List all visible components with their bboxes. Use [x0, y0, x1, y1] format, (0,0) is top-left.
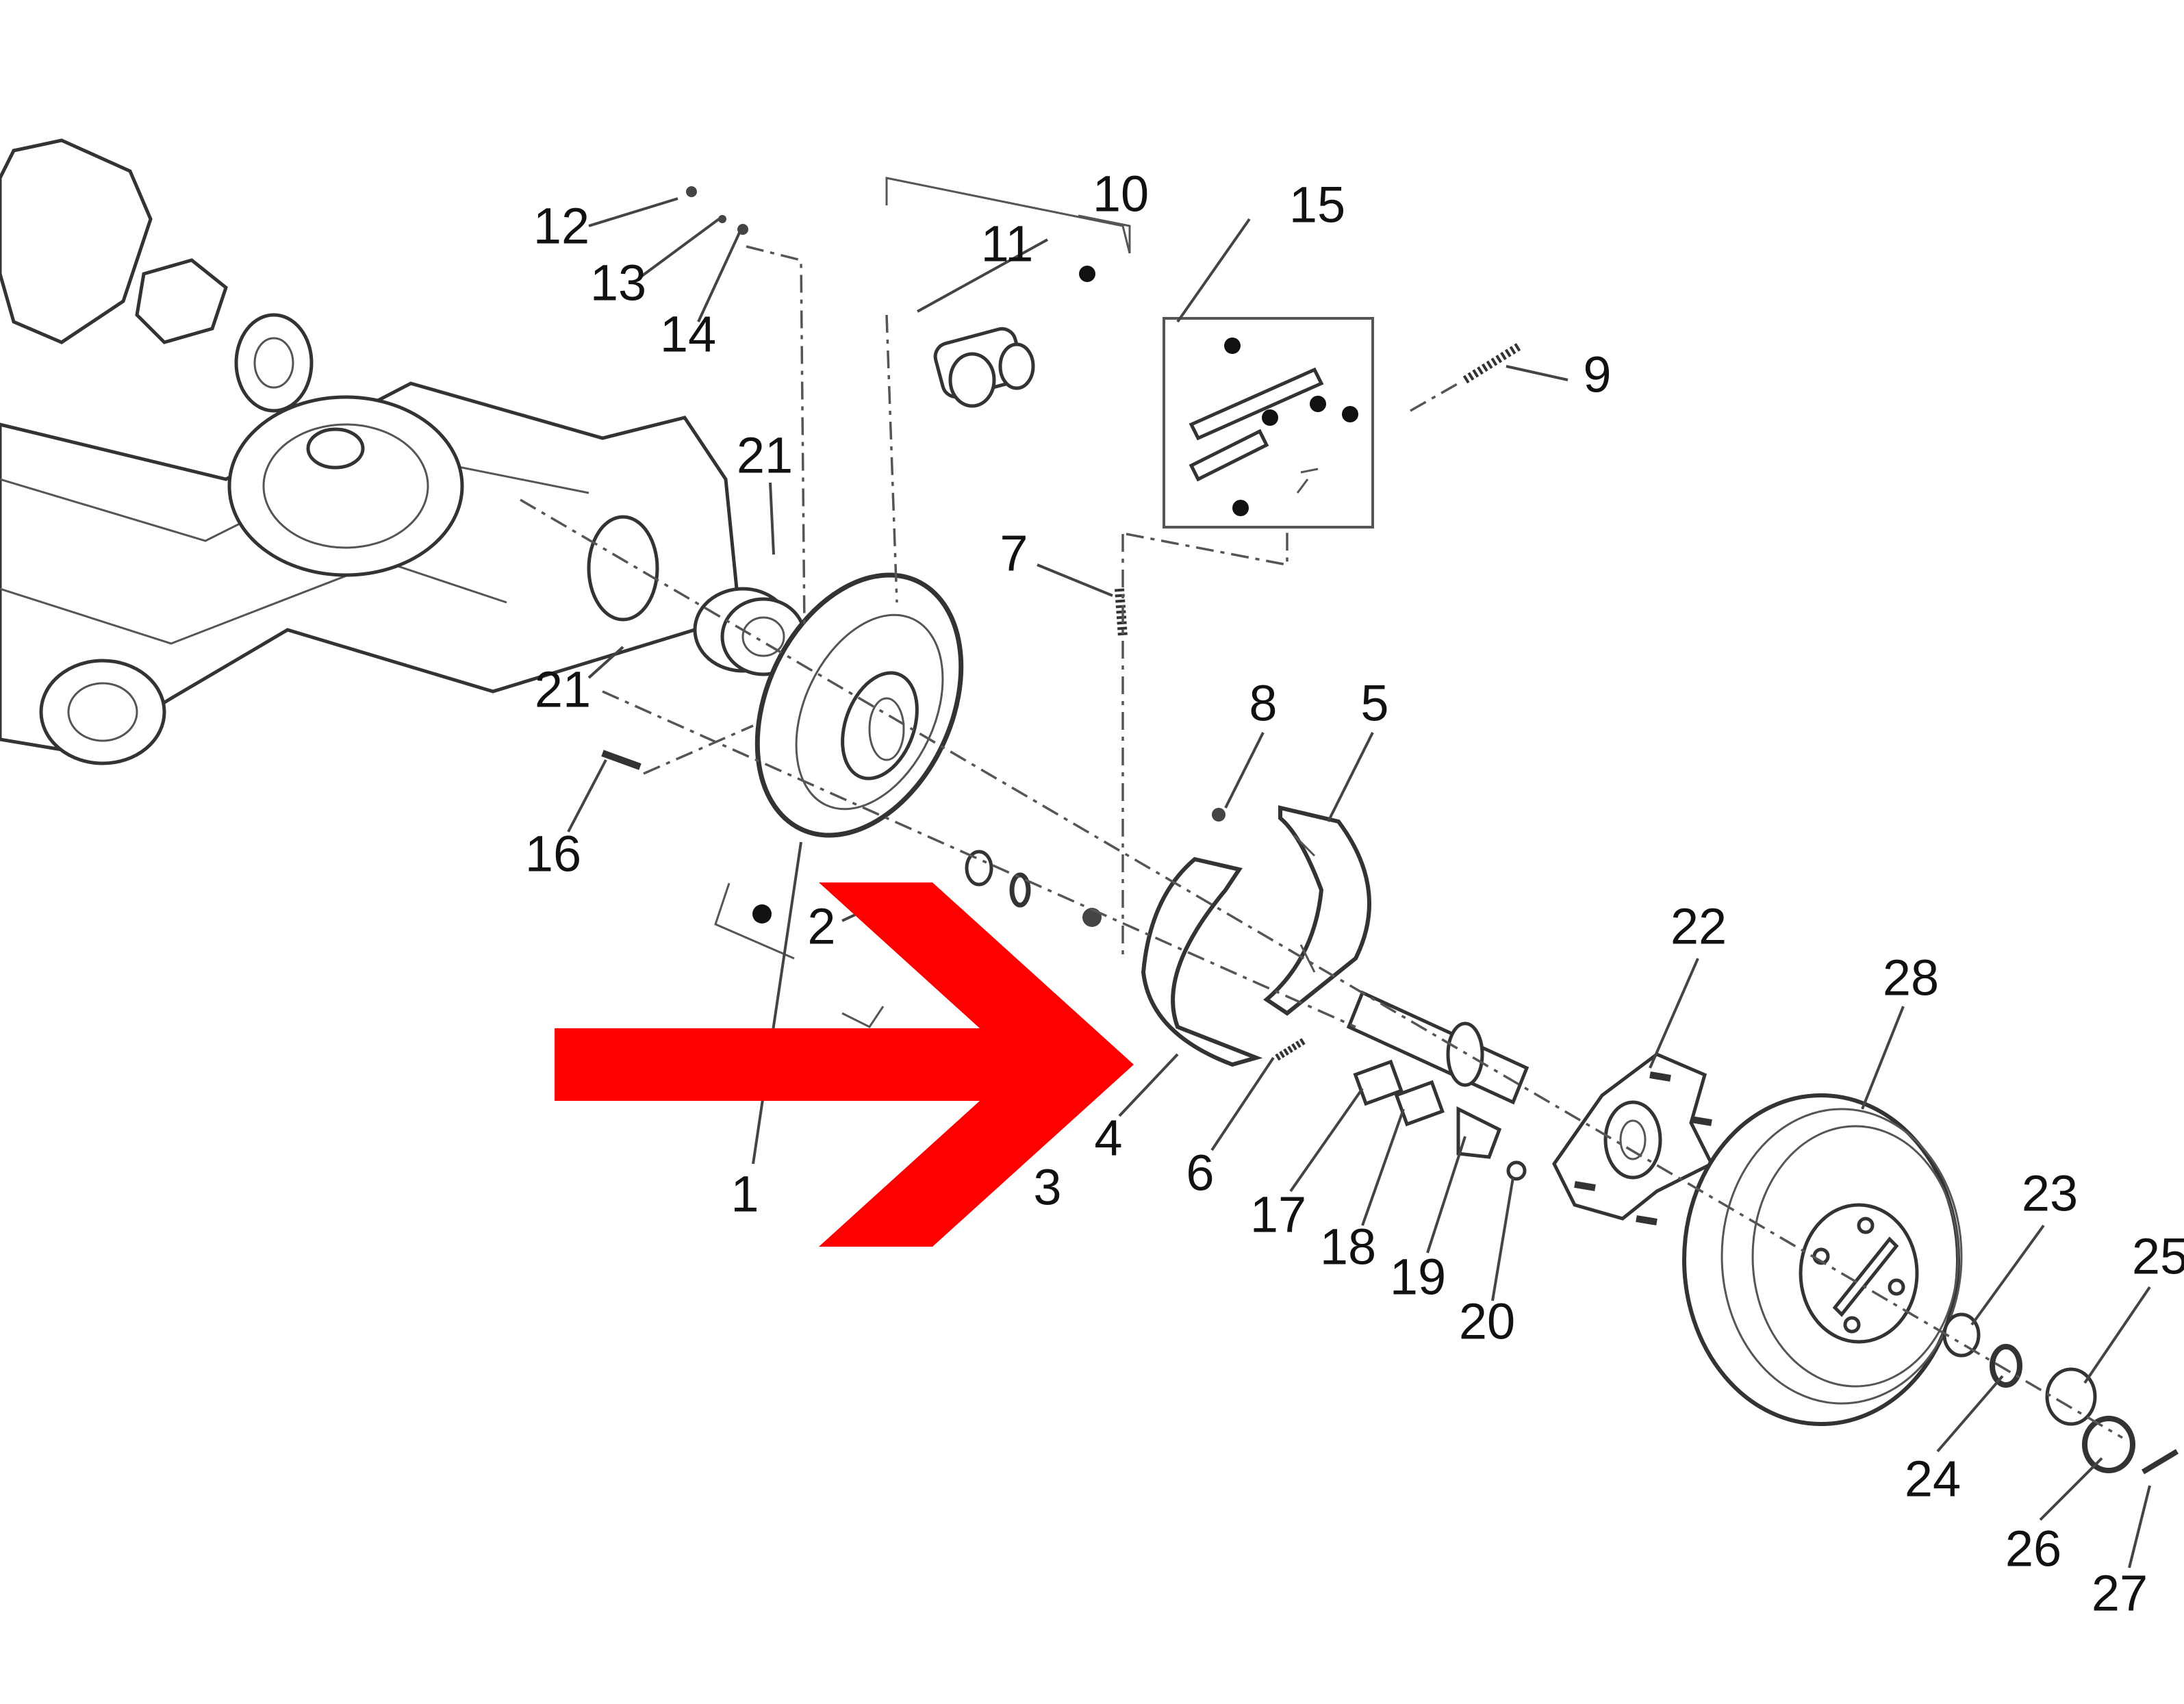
small-hardware: [601, 186, 1527, 1181]
callout-4: 4: [1094, 1110, 1122, 1167]
callout-24: 24: [1905, 1451, 1961, 1508]
callout-7: 7: [1000, 525, 1028, 582]
callout-21-upper: 21: [737, 427, 793, 484]
brake-drum: [1682, 1093, 1963, 1426]
callout-3: 3: [1033, 1159, 1061, 1216]
callout-22: 22: [1671, 898, 1727, 955]
hub-nut-parts: [1942, 1312, 2179, 1475]
callout-17: 17: [1250, 1186, 1306, 1243]
highlight-arrow-icon: [555, 882, 1134, 1247]
callout-13: 13: [590, 255, 646, 311]
callout-25: 25: [2132, 1228, 2184, 1285]
callout-19: 19: [1390, 1249, 1446, 1306]
callout-9: 9: [1583, 346, 1611, 403]
brake-shoe-5: [1263, 805, 1371, 1016]
callout-1: 1: [731, 1166, 759, 1223]
adjuster-kit: [1163, 317, 1374, 529]
callout-18: 18: [1320, 1219, 1376, 1275]
callout-26: 26: [2005, 1521, 2061, 1577]
differential-housing: [0, 138, 314, 413]
callout-23: 23: [2022, 1165, 2078, 1222]
callout-11: 11: [981, 216, 1034, 272]
callout-20: 20: [1459, 1293, 1515, 1350]
wheel-hub: [1552, 1052, 1714, 1225]
callout-21-lower: 21: [535, 661, 591, 718]
callout-5: 5: [1360, 675, 1388, 732]
callout-labels: 12 13 14 10 11 15 9 21 7 21 8 5 16 2 3 1…: [525, 166, 2184, 1622]
spring-9: [1462, 342, 1523, 384]
callout-28: 28: [1883, 950, 1939, 1006]
callout-2: 2: [807, 898, 835, 955]
callout-15: 15: [1289, 177, 1345, 233]
assembly-centerlines: [520, 245, 2123, 1439]
wheel-cylinder: [885, 177, 1131, 408]
brake-shoe-4: [1141, 856, 1263, 1067]
callout-27: 27: [2092, 1565, 2148, 1622]
spring-7: [1115, 588, 1128, 637]
callout-14: 14: [660, 306, 716, 363]
axle-beam: [0, 381, 741, 765]
callout-16: 16: [525, 826, 581, 882]
callout-10: 10: [1093, 166, 1149, 222]
callout-8: 8: [1249, 675, 1277, 732]
axle-shaft: [1346, 990, 1529, 1105]
backing-plate: [754, 572, 964, 838]
callout-6: 6: [1186, 1145, 1214, 1201]
callout-12: 12: [533, 198, 589, 255]
